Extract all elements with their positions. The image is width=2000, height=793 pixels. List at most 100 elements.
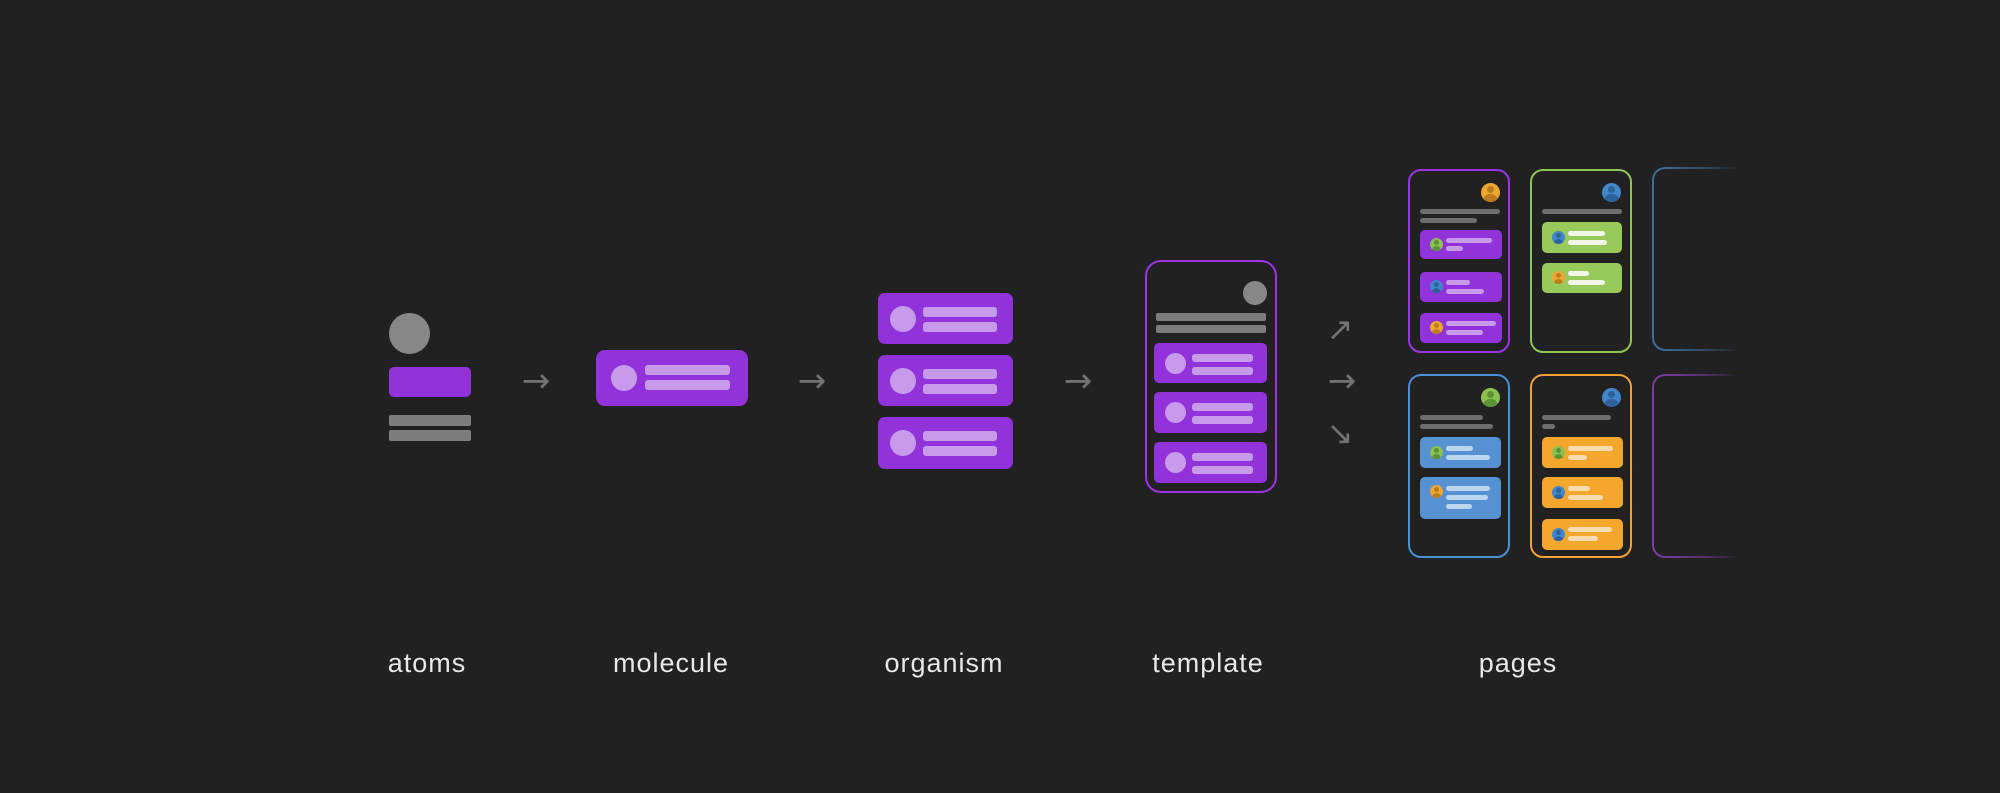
header-text-bar — [1156, 313, 1266, 321]
user-avatar-icon — [1552, 231, 1565, 244]
text-bar — [1192, 403, 1253, 411]
header-text-bar — [1542, 415, 1611, 420]
text-bar — [923, 431, 997, 441]
header-text-bar — [1542, 424, 1555, 429]
avatar-placeholder — [1165, 452, 1186, 473]
header-text-bar — [1420, 415, 1483, 420]
arrow-up-right-icon: ↗ — [1326, 310, 1354, 348]
list-item — [1542, 519, 1623, 550]
header-text-bar — [1420, 424, 1493, 429]
text-bar — [1568, 240, 1607, 245]
list-item — [1420, 477, 1501, 519]
header-avatar-placeholder — [1243, 281, 1267, 305]
user-avatar-icon — [1552, 446, 1565, 459]
text-bar — [1446, 238, 1492, 243]
molecule-avatar-placeholder — [611, 365, 637, 391]
template-list-item — [1154, 442, 1267, 483]
avatar-placeholder — [1165, 353, 1186, 374]
molecule-text-bar — [645, 365, 730, 375]
list-item — [1542, 222, 1622, 253]
text-bar — [1568, 446, 1613, 451]
text-bar — [1568, 486, 1590, 491]
text-bar — [1446, 495, 1488, 500]
atom-button-shape — [389, 367, 471, 397]
text-bar — [1446, 486, 1490, 491]
text-bar — [1192, 466, 1253, 474]
list-item — [1420, 230, 1502, 259]
stage-label-atoms: atoms — [387, 648, 467, 678]
avatar-placeholder — [890, 430, 916, 456]
text-bar — [1568, 231, 1605, 236]
atom-text-bar — [389, 415, 471, 426]
page-card-faded — [1652, 167, 1754, 351]
text-bar — [1568, 495, 1603, 500]
molecule-text-bar — [645, 380, 730, 390]
text-bar — [1192, 354, 1253, 362]
user-avatar-icon — [1430, 280, 1443, 293]
user-avatar-icon — [1430, 321, 1443, 334]
text-bar — [923, 446, 997, 456]
list-item — [1420, 313, 1502, 343]
text-bar — [1446, 446, 1473, 451]
text-bar — [1568, 536, 1598, 541]
stage-label-pages: pages — [1478, 648, 1558, 678]
user-avatar-icon — [1430, 446, 1443, 459]
header-text-bar — [1156, 325, 1266, 333]
template-list-item — [1154, 392, 1267, 433]
text-bar — [1568, 455, 1587, 460]
page-card-orange — [1530, 374, 1632, 558]
text-bar — [1446, 280, 1470, 285]
avatar-placeholder — [1165, 402, 1186, 423]
template-list-item — [1154, 343, 1267, 383]
list-item — [1542, 477, 1623, 508]
text-bar — [1192, 453, 1253, 461]
user-avatar-icon — [1602, 388, 1621, 407]
molecule-card — [596, 350, 748, 406]
text-bar — [1568, 280, 1605, 285]
atom-text-bar — [389, 430, 471, 441]
text-bar — [1446, 321, 1496, 326]
arrow-right-icon: → — [521, 361, 551, 401]
header-text-bar — [1420, 209, 1500, 214]
page-card-faded — [1652, 374, 1754, 558]
text-bar — [1192, 367, 1253, 375]
text-bar — [1568, 271, 1589, 276]
organism-group — [878, 293, 1013, 469]
stage-label-organism: organism — [884, 648, 1004, 678]
user-avatar-icon — [1552, 486, 1565, 499]
organism-item — [878, 417, 1013, 469]
list-item — [1542, 437, 1623, 468]
text-bar — [1192, 416, 1253, 424]
text-bar — [1446, 246, 1463, 251]
avatar-placeholder — [890, 306, 916, 332]
atoms-group — [389, 313, 500, 441]
page-card-purple — [1408, 169, 1510, 353]
list-item — [1420, 437, 1501, 468]
text-bar — [923, 369, 997, 379]
list-item — [1542, 263, 1622, 293]
organism-item — [878, 293, 1013, 344]
text-bar — [1568, 527, 1612, 532]
user-avatar-icon — [1552, 528, 1565, 541]
page-card-green — [1530, 169, 1632, 353]
avatar-placeholder — [890, 368, 916, 394]
template-frame — [1145, 260, 1277, 493]
text-bar — [923, 322, 997, 332]
organism-item — [878, 355, 1013, 406]
atom-circle-shape — [389, 313, 430, 354]
user-avatar-icon — [1430, 485, 1443, 498]
text-bar — [1446, 504, 1472, 509]
stage-label-molecule: molecule — [612, 648, 730, 678]
arrow-right-icon: → — [1327, 361, 1357, 401]
user-avatar-icon — [1481, 388, 1500, 407]
header-text-bar — [1542, 209, 1622, 214]
arrow-right-icon: → — [1063, 361, 1093, 401]
user-avatar-icon — [1430, 238, 1443, 251]
arrow-right-icon: → — [797, 361, 827, 401]
text-bar — [1446, 289, 1484, 294]
arrow-down-right-icon: ↘ — [1326, 414, 1354, 452]
page-card-blue — [1408, 374, 1510, 558]
list-item — [1420, 272, 1502, 302]
text-bar — [923, 307, 997, 317]
